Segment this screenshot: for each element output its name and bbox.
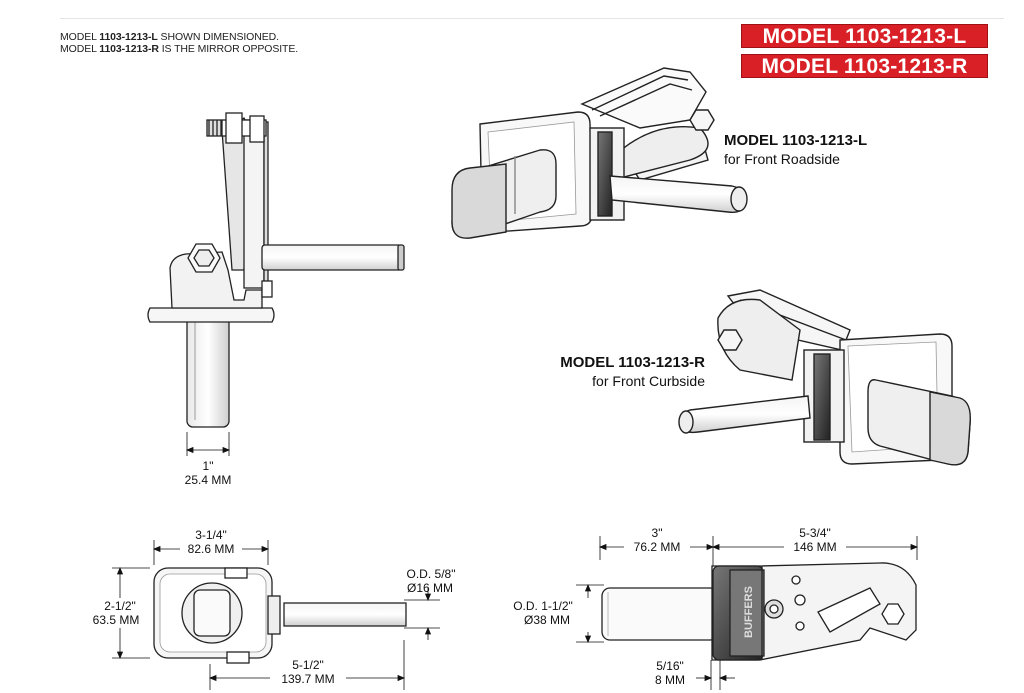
caption-left-subtitle: for Front Roadside: [724, 151, 840, 167]
iso-view-right-drawing: [678, 289, 971, 466]
caption-left: MODEL 1103-1213-L for Front Roadside: [724, 132, 867, 168]
dim-overall-length-in: 5-1/2": [292, 658, 324, 672]
dim-plate-thick-in: 5/16": [656, 659, 684, 673]
dim-body-length-mm: 146 MM: [793, 540, 837, 554]
dim-rod-od-mm: Ø16 MM: [406, 581, 453, 595]
dim-plate-width-in: 3-1/4": [195, 528, 227, 542]
buffers-label: BUFFERS: [743, 586, 755, 638]
caption-right: MODEL 1103-1213-R for Front Curbside: [535, 354, 705, 390]
header-divider: [60, 18, 1004, 19]
note-line-2: MODEL 1103-1213-R IS THE MIRROR OPPOSITE…: [60, 43, 299, 55]
top-view-left-drawing: [153, 567, 407, 664]
dim-post-length-mm: 76.2 MM: [633, 540, 681, 554]
caption-right-title: MODEL 1103-1213-R: [560, 354, 705, 371]
side-view-drawing: [147, 112, 405, 428]
dim-shaft-width-in: 1": [202, 459, 214, 473]
dim-body-length-in: 5-3/4": [799, 526, 831, 540]
dimension-lines: [112, 432, 919, 690]
top-view-right-drawing: [601, 562, 917, 661]
dim-rod-od-in: O.D. 5/8": [406, 567, 456, 581]
dim-shaft-width-mm: 25.4 MM: [184, 473, 232, 487]
iso-view-left-drawing: [451, 67, 748, 239]
dim-plate-height-in: 2-1/2": [104, 599, 136, 613]
dim-plate-width-mm: 82.6 MM: [187, 542, 235, 556]
dim-plate-height-mm: 63.5 MM: [92, 613, 140, 627]
dim-post-od-mm: Ø38 MM: [523, 613, 570, 627]
model-badge-right: MODEL 1103-1213-R: [741, 54, 988, 78]
dim-post-od-in: O.D. 1-1/2": [513, 599, 573, 613]
caption-right-subtitle: for Front Curbside: [592, 373, 705, 389]
model-badge-left: MODEL 1103-1213-L: [741, 24, 988, 48]
note-line-1: MODEL 1103-1213-L SHOWN DIMENSIONED.: [60, 31, 279, 43]
caption-left-title: MODEL 1103-1213-L: [724, 132, 868, 149]
dim-overall-length-mm: 139.7 MM: [281, 672, 335, 686]
dim-post-length-in: 3": [651, 526, 663, 540]
dim-plate-thick-mm: 8 MM: [655, 673, 685, 687]
